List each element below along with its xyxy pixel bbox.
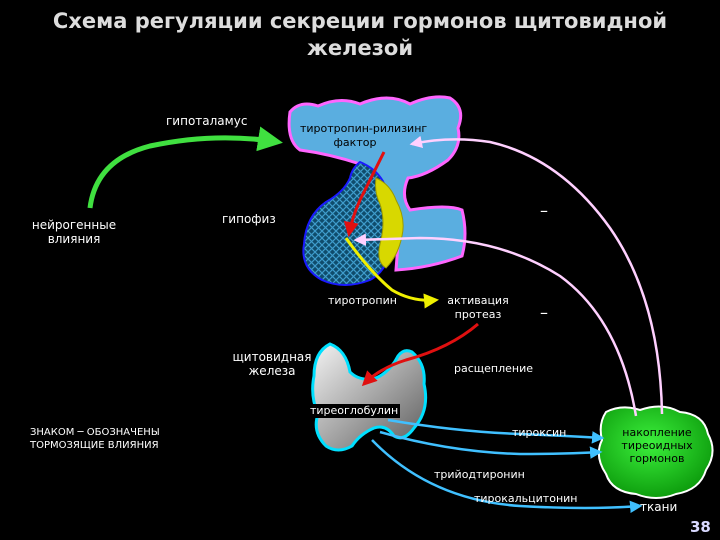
- inhibit-mark-2: –: [540, 303, 548, 322]
- feedback-arrow-hypothalamus: [409, 135, 664, 415]
- label-thyroxine: тироксин: [512, 426, 567, 439]
- label-accumulation-line-2: тиреоидных: [621, 439, 693, 452]
- label-hypothalamus: гипоталамус: [166, 114, 248, 128]
- label-thyroglobulin: тиреоглобулин: [308, 404, 401, 418]
- legend-line-2: ТОРМОЗЯЩИЕ ВЛИЯНИЯ: [30, 440, 159, 451]
- label-tissues: ткани: [640, 500, 678, 514]
- posterior-lobe-shape: [375, 177, 404, 269]
- triiodothyronine-arrow: [379, 430, 603, 459]
- label-accumulation-line-1: накопление: [622, 426, 692, 439]
- label-triiodothyronine: трийодтиронин: [434, 468, 525, 481]
- thyrotropin-arrow: [344, 237, 439, 309]
- thyrocalcitonin-arrow: [371, 439, 643, 514]
- label-trh: тиротропин-рилизинг фактор: [300, 122, 428, 150]
- inhibit-mark-1: –: [540, 201, 548, 220]
- label-thyrocalcitonin: тирокальцитонин: [474, 492, 578, 505]
- slide-title: Схема регуляции секреции гормонов щитови…: [0, 8, 720, 62]
- label-activation-line-1: активация: [447, 294, 509, 307]
- title-line-2: железой: [306, 36, 414, 60]
- label-neurogenic-line-1: нейрогенные: [31, 218, 117, 232]
- legend-line-1: ЗНАКОМ ─ ОБОЗНАЧЕНЫ: [30, 427, 160, 438]
- label-neurogenic: нейрогенные влияния: [24, 218, 124, 246]
- neurogenic-arrow: [87, 126, 283, 209]
- thyroxine-arrow: [387, 418, 605, 444]
- label-thyroid-line-2: железа: [248, 364, 296, 378]
- label-activation: активация протеаз: [440, 294, 516, 322]
- cleavage-arrow: [361, 322, 479, 387]
- label-cleavage: расщепление: [454, 362, 533, 375]
- label-activation-line-2: протеаз: [454, 308, 502, 321]
- label-accumulation-line-3: гормонов: [629, 452, 685, 465]
- trh-arrow: [343, 151, 386, 237]
- label-trh-line-1: тиротропин-рилизинг: [300, 122, 428, 135]
- legend-inhibitory: ЗНАКОМ ─ ОБОЗНАЧЕНЫ ТОРМОЗЯЩИЕ ВЛИЯНИЯ: [30, 426, 160, 452]
- label-trh-line-2: фактор: [333, 136, 377, 149]
- slide-number: 38: [690, 518, 711, 536]
- label-thyroid-line-1: щитовидная: [232, 350, 312, 364]
- label-thyrotropin: тиротропин: [328, 294, 397, 307]
- label-thyroid: щитовидная железа: [222, 350, 322, 378]
- title-line-1: Схема регуляции секреции гормонов щитови…: [52, 9, 668, 33]
- label-neurogenic-line-2: влияния: [47, 232, 101, 246]
- feedback-arrow-pituitary: [353, 233, 638, 417]
- label-accumulation: накопление тиреоидных гормонов: [612, 426, 702, 465]
- label-pituitary: гипофиз: [222, 212, 276, 226]
